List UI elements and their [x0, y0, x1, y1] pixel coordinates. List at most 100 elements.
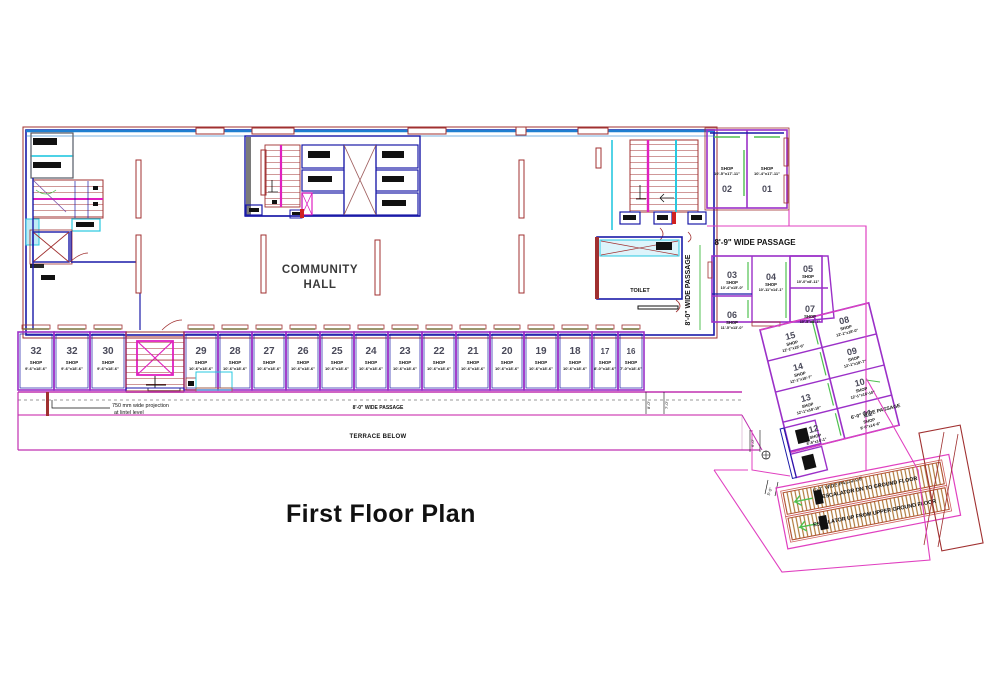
toilet-label: TOILET	[630, 288, 650, 294]
shop-kind: SHOP	[569, 360, 582, 365]
shop-number: 32	[30, 346, 42, 357]
passage-8-9-label: 8'-9" WIDE PASSAGE	[714, 238, 796, 247]
shop-kind: SHOP	[761, 166, 774, 171]
shop-dimension: 12'-1"x18'-10"	[850, 390, 875, 400]
shop-dimension: 10'-6"x18'-6"	[563, 366, 587, 371]
right-cluster-shops: 03SHOP10'-4"x15'-0"04SHOP10'-11"x14'-1"0…	[721, 264, 821, 330]
shop-number: 18	[569, 346, 581, 357]
shop-kind: SHOP	[765, 282, 777, 287]
shop-number: 07	[805, 304, 815, 314]
svg-text:5'-0": 5'-0"	[766, 486, 774, 496]
shop-dimension: 10'-6"x18'-6"	[495, 366, 519, 371]
shop-kind: SHOP	[365, 360, 378, 365]
shop-dimension: 10'-6"x18'-6"	[461, 366, 485, 371]
shop-kind: SHOP	[721, 166, 734, 171]
site-boundary	[713, 226, 931, 573]
shop-dimension: 8'-5"x14'-6"	[860, 422, 881, 431]
right-staircase-core	[611, 139, 707, 253]
shop-kind: SHOP	[809, 432, 822, 440]
shop-number: 29	[195, 346, 207, 357]
passage-6-0-label-right: 6'-0" WIDE PASSAGE	[850, 403, 901, 421]
shop-kind: SHOP	[535, 360, 548, 365]
shop-dimension: 9'-6"x18'-6"	[97, 366, 119, 371]
community-hall-label-line1: COMMUNITY	[282, 264, 358, 276]
shop-kind: SHOP	[801, 401, 814, 409]
bottom-row-staircase	[125, 331, 233, 393]
shop-dimension: 10'-6"x18'-6"	[427, 366, 451, 371]
shop-kind: SHOP	[804, 314, 816, 319]
svg-text:8'-0": 8'-0"	[646, 400, 651, 409]
shop-dimension: 10'-6"x18'-6"	[291, 366, 315, 371]
svg-text:7'-0": 7'-0"	[664, 400, 669, 409]
shop-kind: SHOP	[433, 360, 446, 365]
shop-number: 05	[803, 264, 813, 274]
shop-number: 04	[766, 272, 776, 282]
right-wing-block: 8'-9" WIDE PASSAGE	[704, 127, 867, 470]
shop-dimension: 10'-5"x17'-11"	[714, 171, 740, 176]
escalator-block: ESCALATOR DN TO GROUND FLOOR ESCALATOR U…	[775, 453, 962, 550]
shop-kind: SHOP	[840, 324, 853, 332]
shop-dimension: 12'-1"x18'-0"	[836, 328, 859, 337]
shop-kind: SHOP	[229, 360, 242, 365]
shop-number: 14	[792, 361, 804, 373]
shop-kind: SHOP	[599, 360, 612, 365]
community-hall-label-line2: HALL	[303, 279, 336, 291]
shop-kind: SHOP	[399, 360, 412, 365]
shop-kind: SHOP	[331, 360, 344, 365]
projection-note-line1: 750 mm wide projection	[112, 403, 169, 409]
shop-number: 22	[433, 346, 445, 357]
shop-number: 19	[535, 346, 547, 357]
shop-number: 06	[727, 310, 737, 320]
shop-kind: SHOP	[195, 360, 208, 365]
shop-dimension: 8'-0"x18'-6"	[594, 366, 616, 371]
shop-kind: SHOP	[102, 360, 115, 365]
shop-number: 20	[501, 346, 513, 357]
shop-row-bottom: 32SHOP9'-6"x18'-6"32SHOP9'-6"x18'-6"30SH…	[17, 324, 645, 391]
shop-kind: SHOP	[30, 360, 43, 365]
shop-number: 02	[722, 184, 732, 194]
escalator-landing	[918, 424, 984, 552]
shop-kind: SHOP	[297, 360, 310, 365]
shop-dimension: 10'-6"x18'-6"	[189, 366, 213, 371]
shop-number: 13	[800, 392, 812, 404]
shop-number: 30	[102, 346, 114, 357]
left-service-core	[25, 132, 183, 331]
shop-dimension: 10'-4"x15'-0"	[721, 286, 744, 290]
shop-number: 15	[784, 330, 796, 342]
shop-number: 32	[66, 346, 78, 357]
shop-kind: SHOP	[802, 274, 814, 279]
shop-dimension: 10'-6"x18'-6"	[223, 366, 247, 371]
toilet-block: TOILET	[595, 231, 692, 313]
diagonal-shop-cluster	[759, 301, 901, 454]
passage-label-vertical: 8'-0" WIDE PASSAGE	[685, 254, 692, 325]
shop-dimension: 10'-5"x8'-7"	[800, 320, 821, 324]
shop-dimension: 12'-1"x18'-7"	[844, 359, 867, 368]
shop-number: 12	[807, 423, 819, 435]
shop-number: 17	[601, 347, 610, 356]
